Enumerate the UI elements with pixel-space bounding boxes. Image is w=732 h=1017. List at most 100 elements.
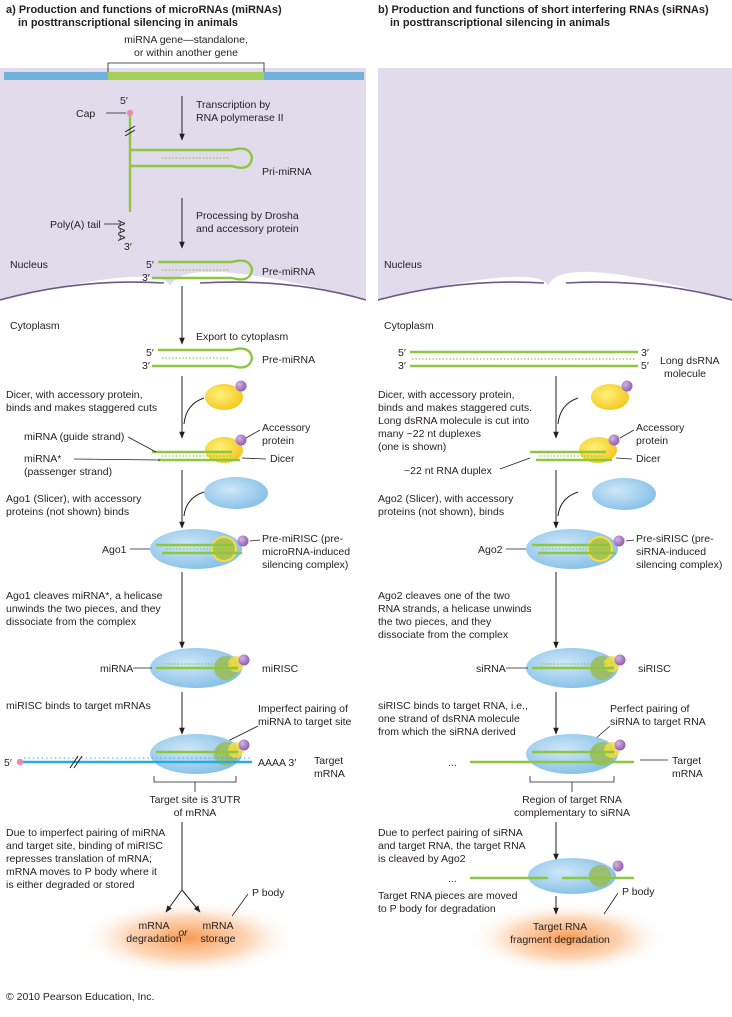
dicer-b-1: Dicer, with accessory protein, <box>378 389 515 401</box>
ds-three-prime-top: 3′ <box>641 347 649 359</box>
polya-aaa: AAA <box>115 220 127 241</box>
target-complex-accessory <box>238 739 250 751</box>
storage-arrow <box>181 889 201 913</box>
target-break-1 <box>69 755 79 769</box>
presirisc-leader <box>625 539 635 542</box>
sirisc-label: siRISC <box>638 663 671 675</box>
ago1-free <box>204 477 268 509</box>
due-b-3: is cleaved by Ago2 <box>378 853 466 865</box>
nucleus-label-a: Nucleus <box>10 259 48 271</box>
long-dsrna-label-2: molecule <box>664 368 706 380</box>
sirisc-accessory <box>614 654 626 666</box>
guide-leader <box>127 436 157 453</box>
panel-a-title-1: a) Production and functions of microRNAs… <box>6 4 282 16</box>
pre-mirna-cyto-hairpin <box>152 347 254 369</box>
degradation-label-2: degradation <box>126 933 182 945</box>
dicer-b-label: Dicer <box>636 453 661 465</box>
degradation-label-1: mRNA <box>139 920 170 932</box>
mirisc-label: miRISC <box>262 663 299 675</box>
region-label-2: complementary to siRNA <box>514 807 630 819</box>
pre2-three-prime: 3′ <box>142 360 150 372</box>
long-dsrna <box>410 350 638 368</box>
ago2-text-1: Ago2 (Slicer), with accessory <box>378 493 514 505</box>
pri-three-prime: 3′ <box>124 241 132 253</box>
premirisc-duplex <box>156 543 242 555</box>
gene-label-1: miRNA gene—standalone, <box>124 34 248 46</box>
dicer-bound <box>205 437 243 463</box>
pre-mirna-hairpin <box>152 259 254 281</box>
target-cap-icon <box>16 758 24 766</box>
target-label-1: Target <box>314 755 343 767</box>
premirisc-label-2: microRNA-induced <box>262 546 350 558</box>
accessory-bound-b <box>608 434 620 446</box>
ago2-label: Ago2 <box>478 544 503 556</box>
binds-b-1: siRISC binds to target RNA, i.e., <box>378 700 528 712</box>
premirisc-accessory <box>237 535 249 547</box>
dicer-b-leader <box>615 457 633 460</box>
target-b-label-2: mRNA <box>672 768 703 780</box>
region-bracket <box>529 776 615 792</box>
accessory-label-2: protein <box>262 435 294 447</box>
due-b-1: Due to perfect pairing of siRNA <box>378 827 523 839</box>
degradation-arrow <box>165 889 183 913</box>
pre-mirna-label: Pre-miRNA <box>262 266 315 278</box>
imperfect-label-2: miRNA to target site <box>258 716 352 728</box>
ago2-text-2: proteins (not shown), binds <box>378 506 504 518</box>
ago1-label: Ago1 <box>102 544 127 556</box>
mirna-label: miRNA <box>100 663 133 675</box>
processing-label-2: and accessory protein <box>196 223 299 235</box>
passenger-label-2: (passenger strand) <box>24 466 112 478</box>
cleave-b-4: dissociate from the complex <box>378 629 509 641</box>
pieces-2: to P body for degradation <box>378 903 496 915</box>
pre-mirna-cyto-label: Pre-miRNA <box>262 354 315 366</box>
panel-b-title-2: in posttranscriptional silencing in anim… <box>390 17 610 29</box>
target-label-2: mRNA <box>314 768 345 780</box>
dicer-b-5: (one is shown) <box>378 441 446 453</box>
presirisc-accessory <box>613 535 625 547</box>
pri-break-1 <box>124 125 136 133</box>
due-a-3: represses translation of mRNA; <box>6 853 152 865</box>
p-body-a-leader <box>231 893 249 917</box>
cleave-text-a-3: dissociate from the complex <box>6 616 137 628</box>
fragment-label-1: Target RNA <box>533 921 587 933</box>
presirisc-label-1: Pre-siRISC (pre- <box>636 533 714 545</box>
cleaved-accessory <box>612 860 624 872</box>
sirna-label: siRNA <box>476 663 506 675</box>
ago1-text-1: Ago1 (Slicer), with accessory <box>6 493 142 505</box>
sirna-duplex <box>530 450 612 462</box>
nuclear-envelope-left-b <box>199 281 367 301</box>
cleave-b-3: the two pieces, and they <box>378 616 492 628</box>
due-a-2: and target site, binding of miRISC <box>6 840 163 852</box>
perfect-label-2: siRNA to target RNA <box>610 716 706 728</box>
target-b-accessory <box>614 739 626 751</box>
premirisc-label-1: Pre-miRISC (pre- <box>262 533 344 545</box>
pri-mirna-hairpin <box>158 147 254 169</box>
target-complex-ago <box>150 734 242 774</box>
target-b-label-1: Target <box>672 755 701 767</box>
nucleus-label-b: Nucleus <box>384 259 422 271</box>
cleave-text-a-2: unwinds the two pieces, and they <box>6 603 161 615</box>
p-body-b-leader <box>603 892 619 915</box>
guide-strand-label: miRNA (guide strand) <box>24 431 124 443</box>
accessory-label-1: Accessory <box>262 422 311 434</box>
cap-icon <box>126 109 134 117</box>
nucleus-left <box>0 68 366 300</box>
dicer-label: Dicer <box>270 453 295 465</box>
gene-label-2: or within another gene <box>134 47 238 59</box>
dicer-curve <box>183 397 205 425</box>
cleave-b-1: Ago2 cleaves one of the two <box>378 590 510 602</box>
target-five-prime: 5′ <box>4 757 12 769</box>
storage-label-1: mRNA <box>203 920 234 932</box>
target-site-bracket <box>153 776 237 792</box>
premirisc-leader <box>249 539 261 542</box>
accessory-b-label-1: Accessory <box>636 422 685 434</box>
target-site-label-2: of mRNA <box>174 807 217 819</box>
mirna-gene <box>108 72 264 80</box>
ago2-free <box>592 478 656 510</box>
accessory-leader <box>245 429 261 439</box>
dicer-b-4: many ~22 nt duplexes <box>378 428 481 440</box>
dicer-b-3: Long dsRNA molecule is cut into <box>378 415 529 427</box>
due-a-4: mRNA moves to P body where it <box>6 866 157 878</box>
duplex-leader <box>499 457 531 470</box>
